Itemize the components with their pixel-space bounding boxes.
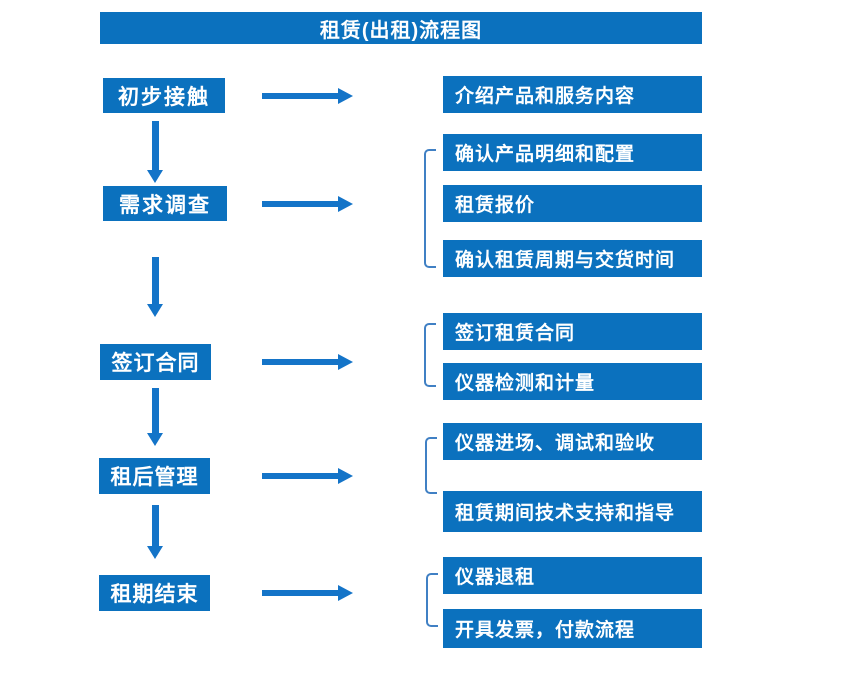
- arrow-down-icon: [147, 505, 164, 559]
- arrow-shaft: [152, 121, 159, 170]
- arrow-head: [147, 304, 163, 317]
- detail-instrument-return: 仪器退租: [443, 557, 702, 594]
- arrow-down-icon: [147, 257, 164, 317]
- arrow-head: [147, 433, 163, 446]
- detail-confirm-product-config: 确认产品明细和配置: [443, 134, 702, 171]
- arrow-head: [147, 170, 163, 183]
- group-bracket: [425, 437, 437, 494]
- group-bracket: [424, 149, 436, 268]
- detail-invoice-payment: 开具发票，付款流程: [443, 609, 702, 648]
- arrow-head: [147, 546, 163, 559]
- step-rental-end: 租期结束: [99, 575, 210, 611]
- detail-rental-quote: 租赁报价: [443, 185, 702, 222]
- group-bracket: [426, 573, 438, 627]
- arrow-shaft: [152, 505, 159, 546]
- arrow-right-icon: [262, 585, 353, 601]
- arrow-right-icon: [262, 88, 353, 104]
- arrow-right-icon: [262, 468, 353, 484]
- detail-instrument-setup-acceptance: 仪器进场、调试和验收: [443, 423, 702, 460]
- arrow-head: [338, 354, 353, 370]
- detail-instrument-inspection: 仪器检测和计量: [443, 363, 702, 400]
- arrow-shaft: [152, 257, 159, 304]
- flowchart-title: 租赁(出租)流程图: [100, 12, 702, 44]
- arrow-shaft: [262, 359, 338, 365]
- detail-sign-rental-contract: 签订租赁合同: [443, 313, 702, 350]
- group-bracket: [424, 323, 436, 387]
- arrow-head: [338, 585, 353, 601]
- arrow-down-icon: [147, 121, 164, 183]
- step-demand-survey: 需求调查: [103, 186, 227, 221]
- arrow-head: [338, 88, 353, 104]
- step-initial-contact: 初步接触: [103, 78, 225, 113]
- arrow-head: [338, 196, 353, 212]
- arrow-shaft: [152, 388, 159, 433]
- detail-technical-support: 租赁期间技术支持和指导: [443, 491, 702, 532]
- arrow-shaft: [262, 201, 338, 207]
- step-post-rental-management: 租后管理: [99, 458, 210, 494]
- arrow-shaft: [262, 590, 338, 596]
- detail-confirm-period-delivery: 确认租赁周期与交货时间: [443, 240, 702, 277]
- arrow-down-icon: [147, 388, 164, 446]
- detail-introduce-products: 介绍产品和服务内容: [443, 76, 702, 113]
- step-sign-contract: 签订合同: [100, 344, 211, 380]
- arrow-right-icon: [262, 354, 353, 370]
- arrow-shaft: [262, 93, 338, 99]
- arrow-head: [338, 468, 353, 484]
- arrow-right-icon: [262, 196, 353, 212]
- arrow-shaft: [262, 473, 338, 479]
